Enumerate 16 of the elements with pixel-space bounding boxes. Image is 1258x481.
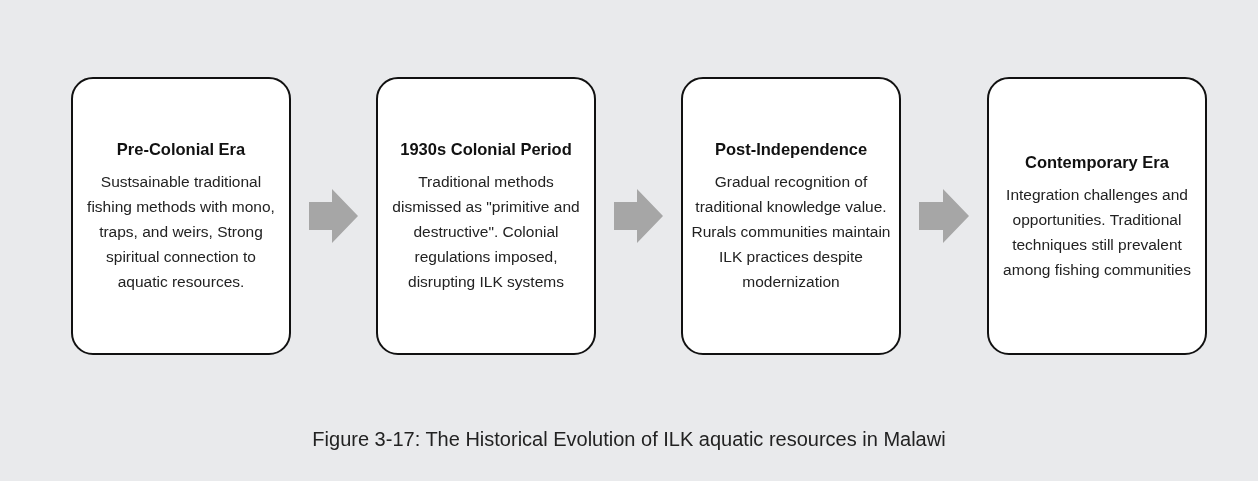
block-arrow (309, 189, 358, 243)
stage-description: Sustsainable traditional fishing methods with mono, traps, and weirs, Strong spiritual connection to aquatic resources. (86, 172, 276, 292)
stage-box (987, 77, 1207, 355)
block-arrow (919, 189, 969, 243)
stage-box (71, 77, 291, 355)
stage-heading: Contemporary Era (1025, 151, 1169, 173)
stage-description: Traditional methods dismissed as "primitive and destructive". Colonial regulations imposed, disrupting ILK systems (391, 172, 581, 292)
stage-box (376, 77, 596, 355)
block-arrow (614, 189, 663, 243)
stage-description: Gradual recognition of traditional knowledge value. Rurals communities maintain ILK practices despite modernization (691, 172, 891, 292)
stage-heading: 1930s Colonial Period (400, 139, 572, 160)
stage-heading: Pre-Colonial Era (116, 139, 246, 160)
stage-box (681, 77, 901, 355)
figure-caption: Figure 3-17: The Historical Evolution of ILK aquatic resources in Malawi (311, 428, 947, 451)
stage-description: Integration challenges and opportunities. Traditional techniques still prevalent among fishing communities (1002, 184, 1192, 280)
stage-heading: Post-Independence (714, 139, 868, 160)
